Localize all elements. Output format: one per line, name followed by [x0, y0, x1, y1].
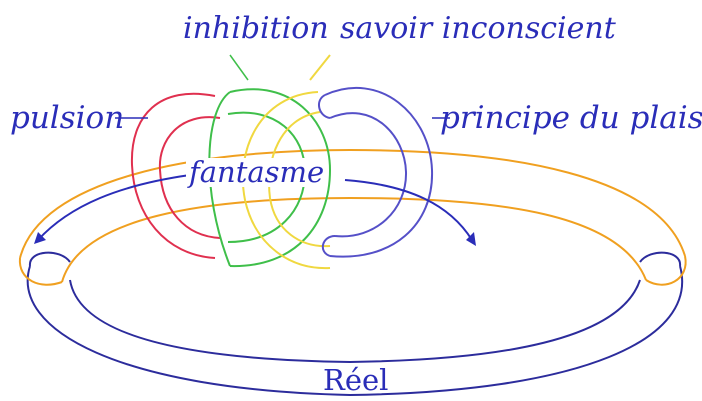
label-reel: Réel — [323, 363, 389, 397]
violet-ring-inner — [329, 112, 408, 238]
red-ring-inner — [158, 116, 221, 239]
label-savoir-inconscient: savoir inconscient — [340, 11, 616, 46]
arrow-right-head — [466, 232, 476, 246]
label-pulsion: pulsion — [10, 100, 125, 136]
fantasme-left-end — [18, 257, 63, 286]
violet-loop-bottom — [321, 235, 336, 257]
label-inhibition: inhibition — [183, 11, 329, 46]
green-ring-left — [208, 91, 231, 267]
fantasme-right-end — [645, 255, 687, 286]
fantasme-band-outer — [19, 148, 686, 259]
yellow-stem — [309, 54, 331, 81]
yellow-ring — [241, 91, 331, 270]
arrow-right — [344, 179, 473, 241]
arrow-left — [37, 174, 191, 241]
arrow-left-head — [34, 232, 46, 244]
label-fantasme: fantasme — [186, 158, 328, 187]
reel-ring-outer — [26, 265, 683, 397]
reel-right-loop — [639, 251, 681, 267]
inhibition-leader — [229, 54, 249, 81]
reel-left-loop — [29, 251, 71, 267]
violet-loop-top — [318, 94, 331, 119]
reel-ring-inner — [69, 279, 641, 364]
label-principe-du-plaisir: principe du plaisir — [440, 100, 702, 136]
yellow-ring-inner — [268, 111, 331, 248]
violet-ring — [324, 86, 434, 258]
fantasme-band-inner — [61, 196, 647, 283]
red-ring — [130, 92, 216, 259]
